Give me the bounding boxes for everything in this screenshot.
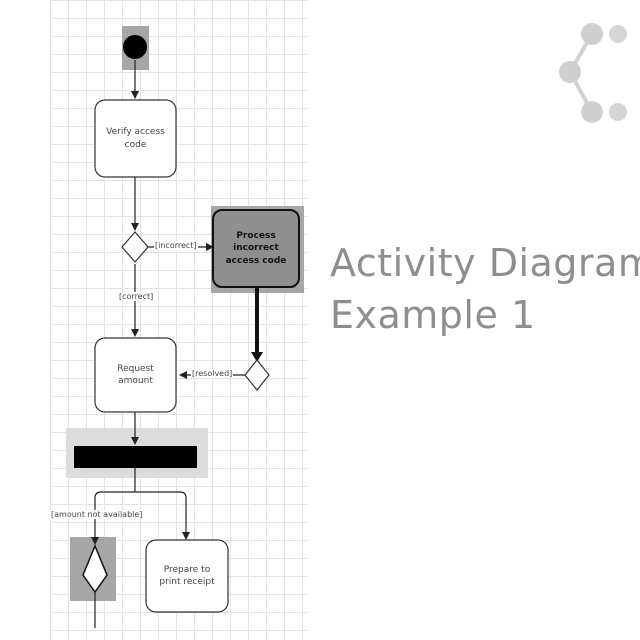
resolved-decision xyxy=(244,359,270,391)
process-incorrect-code-action xyxy=(212,209,300,288)
diagram-grid xyxy=(50,0,308,640)
title-line-1: Activity Diagram xyxy=(330,241,640,285)
guard-incorrect: [incorrect] xyxy=(154,241,198,250)
process-label: Process incorrect access code xyxy=(225,231,287,266)
edge-merge-arrowhead xyxy=(91,537,99,545)
request-amount-action xyxy=(94,337,177,413)
request-label: Request amount xyxy=(117,363,154,386)
merge-decision xyxy=(82,544,108,594)
guard-correct: [correct] xyxy=(118,292,155,301)
access-code-decision xyxy=(121,231,149,263)
edge-split-branches xyxy=(94,491,187,542)
fork-bar xyxy=(74,446,197,468)
title-line-2: Example 1 xyxy=(330,293,536,337)
edge-prepare-arrowhead xyxy=(182,532,190,540)
verify-access-code-action xyxy=(94,99,177,178)
start-node xyxy=(123,35,147,59)
share-icon xyxy=(559,23,627,123)
prepare-label: Prepare to print receipt xyxy=(159,564,215,587)
prepare-receipt-action xyxy=(145,539,229,613)
guard-not-available: [amount not available] xyxy=(50,510,144,519)
verify-label: Verify access code xyxy=(106,127,165,150)
guard-resolved: [resolved] xyxy=(191,369,234,378)
edge-process-arrowhead xyxy=(251,352,263,362)
